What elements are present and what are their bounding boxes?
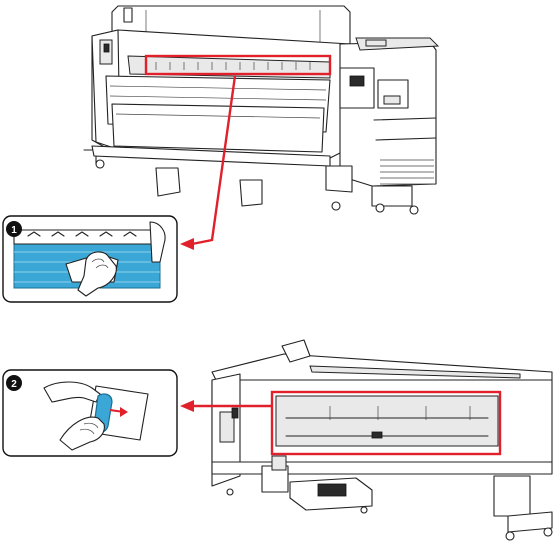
- step-2-inset: 2: [2, 369, 178, 457]
- highlight-box-print-head: [144, 54, 332, 76]
- arrow-head-step-1: [180, 238, 194, 250]
- printer-rear-illustration: [211, 339, 553, 541]
- step-1-number: 1: [11, 225, 17, 236]
- highlight-box-rear-area: [270, 390, 502, 456]
- step-1-inset: 1: [2, 215, 178, 303]
- arrow-head-step-2: [180, 400, 194, 412]
- direction-arrow: [120, 407, 128, 417]
- step-1-badge: [6, 221, 22, 237]
- step-2-number: 2: [11, 379, 17, 390]
- printer-front-illustration: [83, 5, 440, 215]
- rail-marks: [155, 62, 311, 70]
- pointer-line-step-1: [191, 75, 237, 246]
- step-2-badge: [6, 375, 22, 391]
